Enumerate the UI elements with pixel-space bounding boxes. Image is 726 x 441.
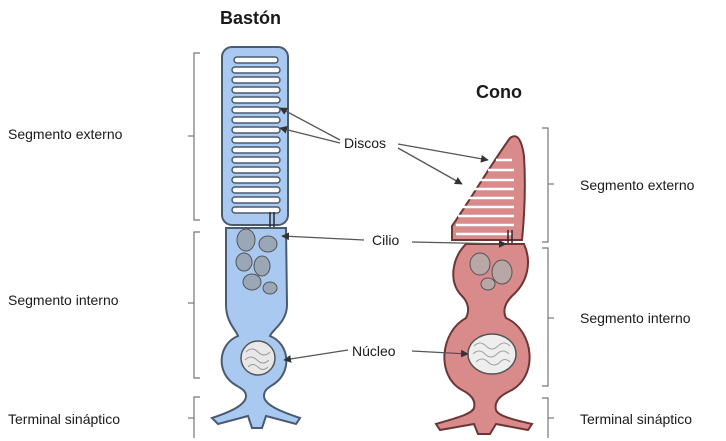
nucleus-callout: Núcleo: [352, 343, 396, 359]
cone-cell: [436, 136, 532, 434]
cone-outer-segment-label: Segmento externo: [580, 177, 694, 193]
rod-inner-body: [212, 228, 300, 428]
discs-callout: Discos: [344, 135, 386, 151]
cilium-callout: Cilio: [372, 232, 399, 248]
rod-cell: [212, 47, 300, 428]
rod-inner-segment-label: Segmento interno: [8, 292, 119, 308]
rod-nucleus: [241, 341, 275, 375]
cone-title: Cono: [476, 82, 522, 102]
cone-inner-segment-label: Segmento interno: [580, 310, 691, 326]
cone-brackets: [542, 128, 554, 438]
rod-title: Bastón: [220, 8, 281, 28]
cone-synaptic-terminal-label: Terminal sináptico: [580, 411, 692, 427]
rod-brackets: [188, 53, 200, 438]
rod-outer-segment-label: Segmento externo: [8, 126, 122, 142]
rod-synaptic-terminal-label: Terminal sináptico: [8, 411, 120, 427]
